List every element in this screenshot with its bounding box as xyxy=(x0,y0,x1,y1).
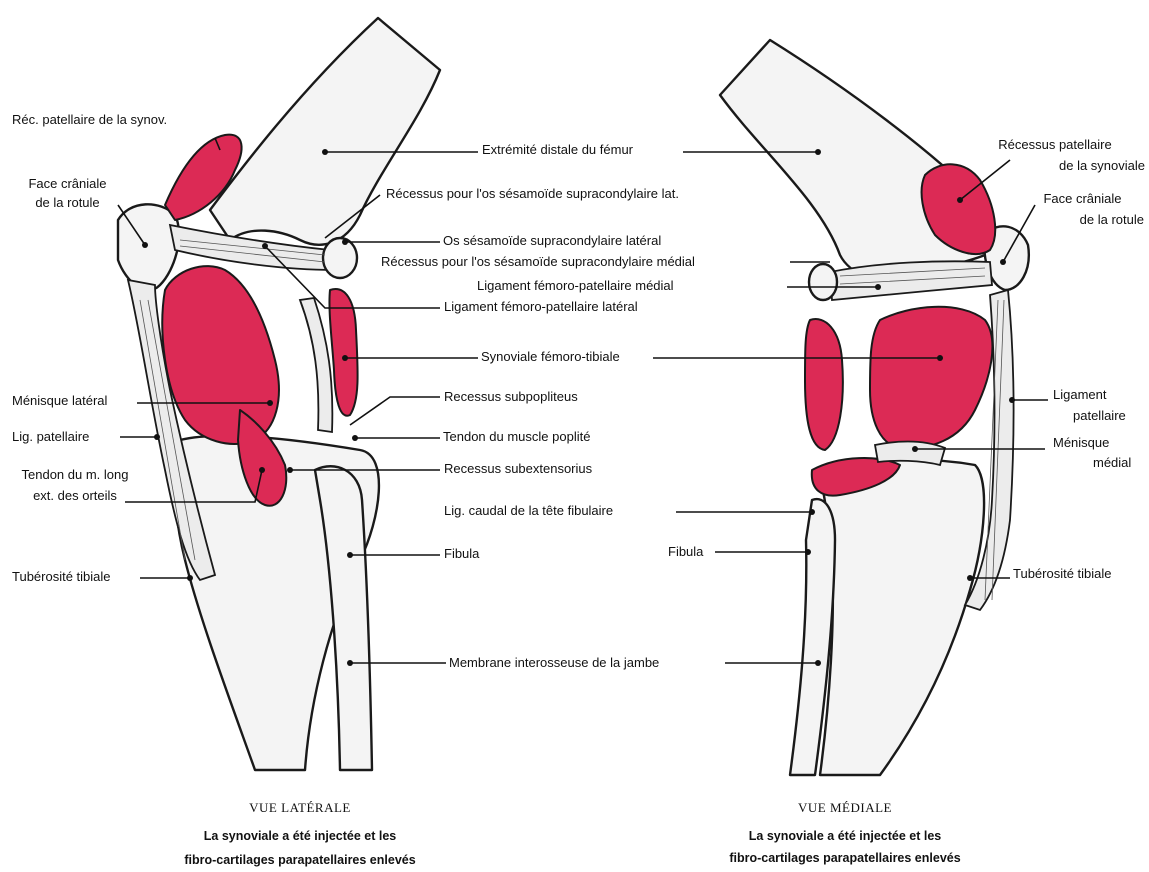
lateral-view xyxy=(118,18,440,770)
caption-line1-lateral: La synoviale a été injectée et les xyxy=(120,824,480,848)
label-ligament-patellaire-med-2: patellaire xyxy=(1073,408,1126,424)
caption-line2-medial: fibro-cartilages parapatellaires enlevés xyxy=(665,846,1025,870)
lateral-femorotibial-synovia xyxy=(162,266,279,444)
label-recessus-patellaire-med-1: Récessus patellaire xyxy=(970,137,1140,153)
lateral-popliteal-tendon xyxy=(300,298,332,432)
label-lig-patellaire-lat: Lig. patellaire xyxy=(12,429,89,445)
label-os-sesamoide-lat: Os sésamoïde supracondylaire latéral xyxy=(443,233,661,249)
label-lig-femoro-pat-lateral: Ligament fémoro-patellaire latéral xyxy=(444,299,638,315)
label-fibula-med: Fibula xyxy=(668,544,703,560)
medial-femur xyxy=(720,40,985,281)
caption-title-medial: VUE MÉDIALE xyxy=(695,800,995,816)
caption-line2-lateral: fibro-cartilages parapatellaires enlevés xyxy=(120,848,480,872)
label-lig-femoro-pat-medial: Ligament fémoro-patellaire médial xyxy=(477,278,674,294)
label-tendon-poplite: Tendon du muscle poplité xyxy=(443,429,590,445)
label-face-craniale-med-2: de la rotule xyxy=(1020,212,1144,228)
label-tuberosite-lat: Tubérosité tibiale xyxy=(12,569,111,585)
label-synoviale-femoro-tibiale: Synoviale fémoro-tibiale xyxy=(481,349,620,365)
medial-sesamoid-bone xyxy=(809,264,837,300)
label-face-craniale-med-1: Face crâniale xyxy=(1020,191,1145,207)
label-extremite-femur: Extrémité distale du fémur xyxy=(482,142,633,158)
label-recessus-subextensorius: Recessus subextensorius xyxy=(444,461,592,477)
label-fibula-lat: Fibula xyxy=(444,546,479,562)
label-recessus-patellaire-med-2: de la synoviale xyxy=(970,158,1145,174)
label-recessus-sesamoide-med: Récessus pour l'os sésamoïde supracondyl… xyxy=(381,254,695,270)
lateral-femur xyxy=(210,18,440,245)
label-menisque-medial-1: Ménisque xyxy=(1053,435,1109,451)
lateral-sesamoid-bone xyxy=(323,238,357,278)
label-rec-patellaire-synov: Réc. patellaire de la synov. xyxy=(12,112,167,128)
label-ligament-patellaire-med-1: Ligament xyxy=(1053,387,1106,403)
label-lig-caudal-fibulaire: Lig. caudal de la tête fibulaire xyxy=(444,503,613,519)
label-recessus-subpopliteus: Recessus subpopliteus xyxy=(444,389,578,405)
label-tendon-long-ext-2: ext. des orteils xyxy=(5,488,145,504)
medial-tibia xyxy=(820,460,984,775)
caption-title-lateral: VUE LATÉRALE xyxy=(150,800,450,816)
medial-meniscus xyxy=(875,442,945,465)
label-recessus-sesamoide-lat: Récessus pour l'os sésamoïde supracondyl… xyxy=(386,186,679,202)
label-face-craniale-lat-2: de la rotule xyxy=(10,195,125,211)
label-tuberosite-med: Tubérosité tibiale xyxy=(1013,566,1112,582)
medial-femoropatellar-ligament xyxy=(830,261,992,300)
label-membrane-interosseuse: Membrane interosseuse de la jambe xyxy=(449,655,659,671)
label-face-craniale-lat-1: Face crâniale xyxy=(10,176,125,192)
medial-femorotibial-synovia xyxy=(870,307,992,448)
medial-synovia-caudal xyxy=(805,319,843,450)
label-menisque-lateral: Ménisque latéral xyxy=(12,393,107,409)
caption-line1-medial: La synoviale a été injectée et les xyxy=(665,824,1025,848)
label-tendon-long-ext-1: Tendon du m. long xyxy=(5,467,145,483)
label-menisque-medial-2: médial xyxy=(1093,455,1131,471)
